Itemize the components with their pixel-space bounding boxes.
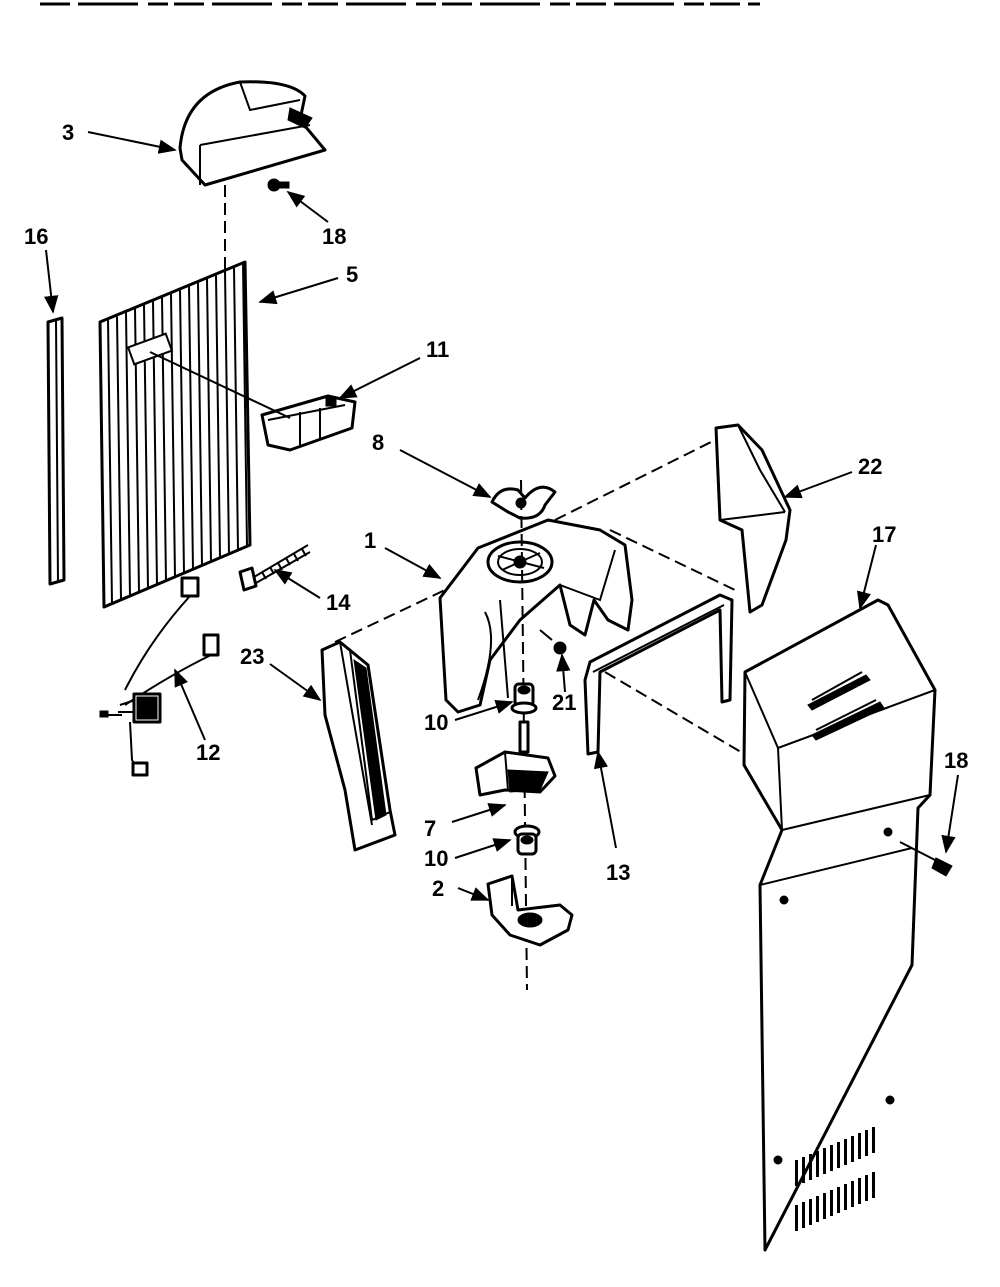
part-2-motor-bracket [486, 874, 574, 947]
leader-5-11 [149, 351, 291, 419]
part-21-small-screw [539, 629, 567, 655]
part-18-screw-top [267, 178, 290, 192]
part-5-evaporator-cover [98, 260, 252, 609]
part-8-fan-blade [490, 485, 557, 520]
callout-11: 11 [426, 337, 449, 362]
dashed-guide-23-1 [334, 589, 446, 643]
part-14-long-screw [238, 544, 311, 592]
callout-10-lower: 10 [424, 846, 448, 871]
part-1-fan-housing [438, 518, 634, 714]
part-18-screw-right [899, 841, 953, 877]
callout-10-upper: 10 [424, 710, 448, 735]
callout-18-top: 18 [322, 224, 346, 249]
callout-3: 3 [62, 120, 74, 145]
callout-17: 17 [872, 522, 896, 547]
callout-13: 13 [606, 860, 630, 885]
callout-22: 22 [858, 454, 882, 479]
callout-2: 2 [432, 876, 444, 901]
part-12-wiring-harness [99, 576, 220, 777]
callout-21: 21 [552, 690, 576, 715]
part-17-rear-panel [742, 598, 937, 1252]
callout-18-right: 18 [944, 748, 968, 773]
dashed-guide-1-13 [609, 529, 736, 591]
part-10-grommet-lower [513, 824, 541, 856]
callout-7: 7 [424, 816, 436, 841]
callout-14: 14 [326, 590, 351, 615]
part-3-shroud-cap [178, 80, 327, 187]
callout-23: 23 [240, 644, 264, 669]
callout-12: 12 [196, 740, 220, 765]
dashed-guide-1-22 [554, 439, 716, 521]
callout-16: 16 [24, 224, 48, 249]
part-7-motor [474, 720, 557, 797]
part-23-left-duct [320, 640, 397, 852]
callout-1: 1 [364, 528, 376, 553]
part-16-strip [46, 316, 66, 586]
callout-8: 8 [372, 430, 384, 455]
part-11-bracket [260, 394, 357, 452]
callout-5: 5 [346, 262, 358, 287]
part-10-grommet-upper [510, 682, 538, 715]
part-22-right-duct [714, 423, 792, 614]
